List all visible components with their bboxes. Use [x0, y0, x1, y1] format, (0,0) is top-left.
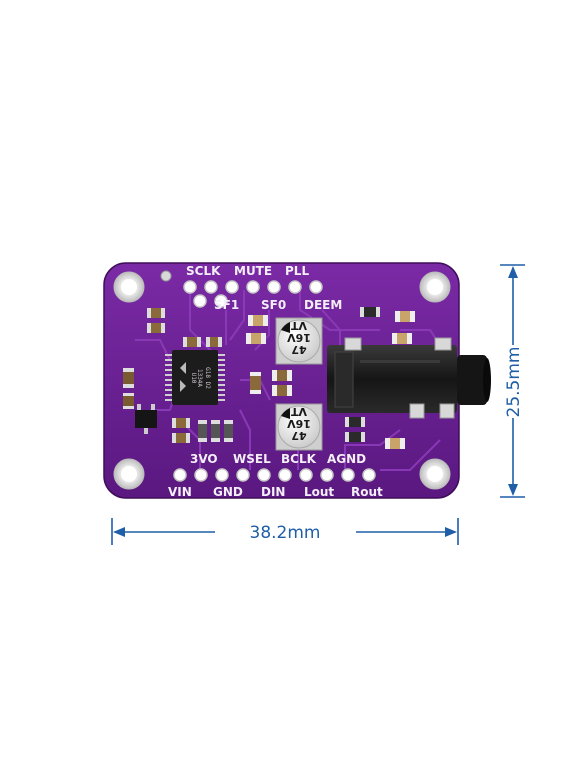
- pin-label-bclk: BCLK: [281, 452, 317, 466]
- smd-components: [123, 307, 415, 449]
- pin-label-3vo: 3VO: [190, 452, 218, 466]
- regulator-chip: [135, 404, 157, 434]
- cap-value: 47: [291, 343, 306, 356]
- pin-header-bottom: [173, 468, 376, 482]
- chip-marking-line1: 1334A: [196, 369, 203, 387]
- nxp-logo-icon: [180, 362, 186, 392]
- pin-label-rout: Rout: [351, 485, 383, 499]
- cap-voltage: 16V: [287, 331, 311, 344]
- pin-label-vin: VIN: [168, 485, 192, 499]
- pin-label-pll: PLL: [285, 264, 309, 278]
- mounting-hole: [419, 458, 451, 490]
- cap-code: VT: [291, 405, 308, 418]
- mounting-hole: [113, 458, 145, 490]
- pin-label-lout: Lout: [304, 485, 334, 499]
- pin-label-sf0: SF0: [261, 298, 286, 312]
- pin-label-sf1: SF1: [214, 298, 239, 312]
- width-label: 38.2mm: [250, 523, 321, 543]
- height-dimension: [500, 264, 525, 498]
- chip-marking-line3: G18 D2: [204, 367, 211, 389]
- mounting-hole: [419, 271, 451, 303]
- pin-label-agnd: AGND: [327, 452, 366, 466]
- width-dimension: [111, 518, 459, 545]
- electrolytic-capacitor: 47 16V VT: [275, 403, 323, 451]
- pin-label-deem: DEEM: [304, 298, 342, 312]
- pin-label-wsel: WSEL: [233, 452, 271, 466]
- audio-jack: [327, 337, 491, 419]
- cap-value: 47: [291, 429, 306, 442]
- mounting-hole: [113, 271, 145, 303]
- dac-chip: 1334A U10 G18 D2: [165, 350, 225, 405]
- pin-label-gnd: GND: [213, 485, 243, 499]
- cap-voltage: 16V: [287, 417, 311, 430]
- pin-label-sclk: SCLK: [186, 264, 221, 278]
- via: [160, 270, 172, 282]
- chip-marking-line2: U10: [190, 373, 197, 384]
- pin-label-din: DIN: [261, 485, 285, 499]
- electrolytic-capacitor: 47 16V VT: [275, 317, 323, 365]
- cap-code: VT: [291, 319, 308, 332]
- height-label: 25.5mm: [504, 347, 524, 418]
- pcb-board: SCLK MUTE PLL SF1 SF0 DEEM 3VO WSEL BCLK…: [103, 262, 491, 499]
- pin-header-top: [183, 280, 323, 308]
- pin-label-mute: MUTE: [234, 264, 272, 278]
